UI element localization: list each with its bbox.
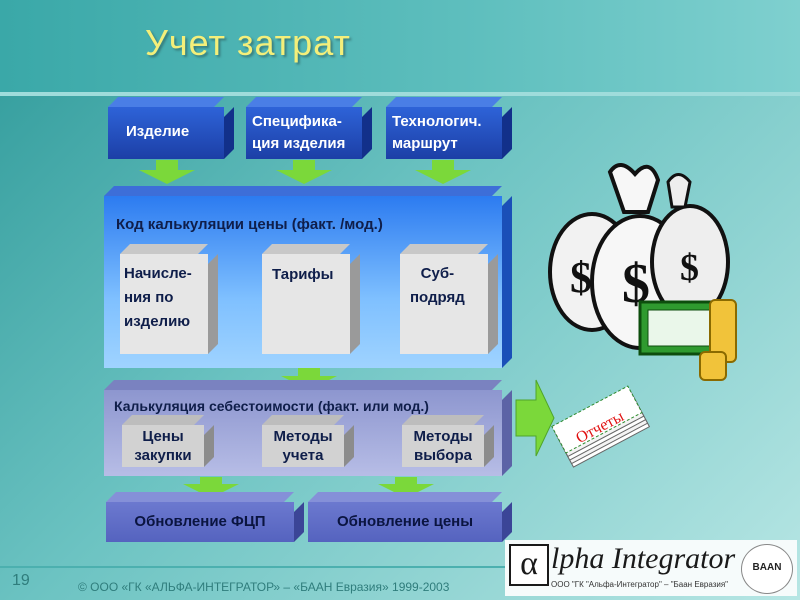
purchase-prices-box[interactable]: Цены закупки	[122, 425, 204, 467]
slide-number: 19	[12, 572, 30, 589]
logo-text: lpha Integrator	[551, 542, 736, 575]
accounting-methods-label: Методы учета	[273, 428, 333, 464]
reports-stack-icon[interactable]: Отчеты	[550, 385, 655, 470]
product-label: Изделие	[126, 123, 190, 140]
svg-text:$: $	[570, 253, 592, 302]
arrow-down-icon	[276, 170, 332, 184]
company-logo: α lpha Integrator ООО "ГК "Альфа-Интегра…	[505, 540, 797, 596]
specification-box[interactable]: Специфика- ция изделия	[246, 107, 362, 159]
arrow-stem	[156, 160, 178, 172]
arrow-right-icon	[515, 379, 555, 457]
tariffs-label: Тарифы	[272, 266, 334, 283]
accruals-label: Начисле- ния по изделию	[124, 265, 192, 330]
routing-label: Технологич. маршрут	[392, 113, 482, 152]
header-band	[0, 0, 800, 92]
arrow-down-icon	[415, 170, 471, 184]
header-divider	[0, 92, 800, 96]
arrow-stem	[432, 160, 454, 172]
specification-label: Специфика- ция изделия	[252, 113, 346, 152]
update-price-label: Обновление цены	[336, 513, 474, 530]
selection-methods-label: Методы выбора	[413, 428, 473, 464]
cost-calc-title: Калькуляция себестоимости (факт. или мод…	[114, 398, 429, 414]
accruals-box[interactable]: Начисле- ния по изделию	[120, 254, 208, 354]
money-bags-icon: $ $ $	[548, 163, 737, 381]
purchase-prices-label: Цены закупки	[134, 428, 192, 464]
copyright-text: © ООО «ГК «АЛЬФА-ИНТЕГРАТОР» – «БААН Евр…	[78, 580, 450, 594]
selection-methods-box[interactable]: Методы выбора	[402, 425, 484, 467]
arrow-stem	[298, 368, 320, 378]
arrow-stem	[200, 477, 222, 485]
logo-subtext: ООО "ГК "Альфа-Интегратор" – "Баан Евраз…	[551, 580, 729, 589]
baan-badge: BAAN	[741, 544, 793, 594]
footer-divider	[0, 566, 520, 568]
tariffs-box[interactable]: Тарифы	[262, 254, 350, 354]
subcontract-label: Суб- подряд	[410, 265, 465, 306]
subcontract-box[interactable]: Суб- подряд	[400, 254, 488, 354]
routing-box[interactable]: Технологич. маршрут	[386, 107, 502, 159]
alpha-glyph-icon: α	[509, 544, 549, 586]
page-title: Учет затрат	[145, 22, 351, 63]
arrow-down-icon	[139, 170, 195, 184]
price-calc-title: Код калькуляции цены (факт. /мод.)	[116, 216, 383, 233]
arrow-stem	[395, 477, 417, 485]
product-box[interactable]: Изделие	[108, 107, 224, 159]
svg-text:$: $	[680, 247, 699, 289]
update-fcp-label: Обновление ФЦП	[134, 513, 266, 530]
accounting-methods-box[interactable]: Методы учета	[262, 425, 344, 467]
update-price-box[interactable]: Обновление цены	[308, 502, 502, 542]
arrow-stem	[293, 160, 315, 172]
update-fcp-box[interactable]: Обновление ФЦП	[106, 502, 294, 542]
